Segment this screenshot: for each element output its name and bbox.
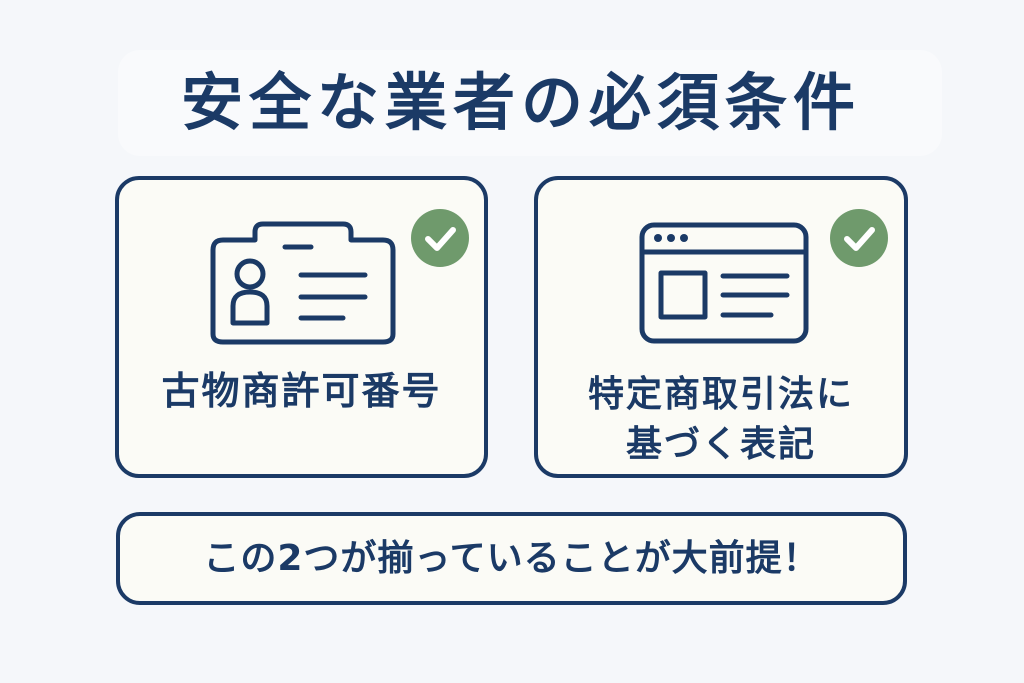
check-badge <box>830 209 888 267</box>
card-label-line: 古物商許可番号 <box>161 369 442 413</box>
id-card-icon <box>210 221 396 345</box>
check-icon <box>844 227 875 251</box>
card-label-line: 基づく表記 <box>625 424 816 465</box>
check-icon <box>425 227 456 251</box>
summary-banner: この2つが揃っていることが大前提！ <box>116 512 907 605</box>
requirement-card-license: 古物商許可番号 <box>115 176 488 478</box>
card-label-line: 特定商取引法に <box>587 374 854 415</box>
requirement-card-legal-notice: 特定商取引法に 基づく表記 <box>534 176 908 478</box>
banner-text: この2つが揃っていることが大前提！ <box>203 537 820 579</box>
title-panel: 安全な業者の必須条件 <box>118 50 942 156</box>
check-badge <box>411 209 469 267</box>
page-title: 安全な業者の必須条件 <box>180 66 861 139</box>
browser-window-icon <box>639 222 809 344</box>
card-label: 特定商取引法に 基づく表記 <box>538 370 904 470</box>
card-label: 古物商許可番号 <box>119 372 484 410</box>
